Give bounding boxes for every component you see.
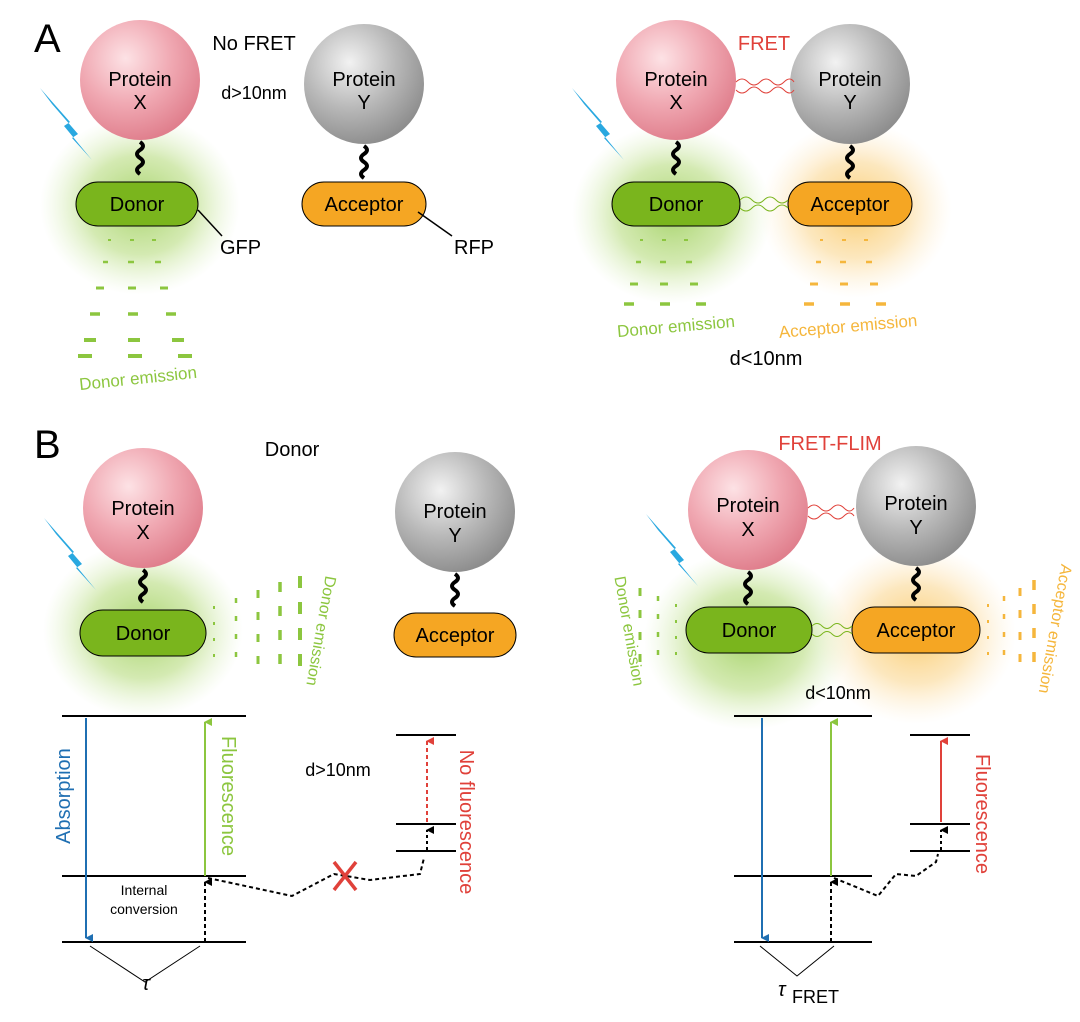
acceptor-emission-label: Acceptor emission	[778, 311, 918, 342]
acceptor-pill	[787, 181, 913, 227]
rfp-pointer	[417, 211, 453, 237]
protein-y-label-line1: Protein	[818, 69, 881, 91]
protein-x-label-line2: X	[136, 522, 149, 544]
donor-pill	[685, 606, 813, 654]
tau-bracket	[759, 945, 835, 977]
protein-x	[80, 20, 200, 140]
donor-label: Donor	[116, 623, 171, 645]
protein-x	[688, 450, 808, 570]
interaction-squiggle	[735, 86, 795, 94]
donor-pill	[75, 181, 199, 227]
protein-y	[395, 452, 515, 572]
fret-flim-label: FRET-FLIM	[778, 433, 881, 455]
acceptor-label: Acceptor	[877, 620, 956, 642]
internal-conversion-label-line2: conversion	[110, 901, 178, 917]
linker	[671, 140, 681, 176]
protein-x-label-line1: Protein	[644, 69, 707, 91]
acceptor-emission-rays	[987, 580, 1036, 662]
protein-y-label-line1: Protein	[423, 501, 486, 523]
distance-label: d>10nm	[221, 83, 287, 103]
donor-emission-label: Donor emission	[616, 312, 735, 341]
distance-label: d<10nm	[730, 348, 803, 370]
donor-emission-rays	[78, 239, 192, 358]
tau-label: τ	[142, 973, 151, 995]
interaction-squiggle	[807, 504, 855, 512]
jablonski-donor	[62, 715, 246, 983]
gfp-pointer	[197, 209, 223, 237]
protein-x-label-line2: X	[133, 92, 146, 114]
protein-x	[83, 448, 203, 568]
donor-label: Donor	[110, 194, 165, 216]
donor-label: Donor	[649, 194, 704, 216]
donor-emission-label: Donor emission	[302, 575, 338, 687]
protein-x-label-line2: X	[669, 92, 682, 114]
energy-transfer-squiggle	[811, 623, 853, 629]
no-fluorescence-label: No fluorescence	[455, 750, 477, 895]
no-fret-label: No FRET	[212, 33, 295, 55]
protein-x-label-line1: Protein	[716, 495, 779, 517]
protein-x-label-line1: Protein	[111, 498, 174, 520]
protein-x-label-line2: X	[741, 519, 754, 541]
panel-b-letter: B	[34, 423, 61, 467]
blocked-transfer-path	[207, 857, 425, 898]
acceptor-pill	[393, 612, 517, 658]
linker	[911, 566, 921, 602]
tau-bracket	[89, 945, 201, 983]
protein-y-label-line1: Protein	[884, 493, 947, 515]
linker	[135, 140, 145, 176]
acceptor-pill	[851, 606, 981, 654]
linker	[138, 568, 148, 604]
absorption-label: Absorption	[53, 748, 75, 844]
protein-y	[304, 24, 424, 144]
interaction-squiggle	[735, 78, 795, 86]
protein-y-label-line2: Y	[843, 92, 856, 114]
interaction-squiggle	[807, 512, 855, 520]
donor-pill	[611, 181, 741, 227]
fret-label: FRET	[738, 33, 790, 55]
linker	[450, 572, 460, 608]
donor-label: Donor	[722, 620, 777, 642]
protein-y	[856, 446, 976, 566]
linker	[845, 144, 855, 180]
protein-y-label-line2: Y	[909, 517, 922, 539]
jablonski-acceptor	[396, 734, 456, 852]
energy-transfer-path	[833, 853, 939, 898]
donor-emission-label: Donor emission	[78, 363, 197, 394]
distance-label: d<10nm	[805, 683, 871, 703]
donor-emission-rays	[638, 588, 677, 662]
fluorescence-label: Fluorescence	[971, 754, 993, 874]
protein-y	[790, 24, 910, 144]
acceptor-label: Acceptor	[325, 194, 404, 216]
distance-label: d>10nm	[305, 760, 371, 780]
protein-y-label-line1: Protein	[332, 69, 395, 91]
linker	[359, 144, 369, 180]
protein-x-label-line1: Protein	[108, 69, 171, 91]
donor-pill	[79, 609, 207, 657]
acceptor-label: Acceptor	[416, 625, 495, 647]
acceptor-pill	[301, 181, 427, 227]
donor-heading: Donor	[265, 439, 320, 461]
gfp-label: GFP	[220, 237, 261, 259]
tau-fret-subscript: FRET	[792, 987, 839, 1007]
energy-transfer-squiggle	[739, 196, 789, 204]
internal-conversion-label-line1: Internal	[121, 882, 168, 898]
panel-a-letter: A	[34, 17, 61, 61]
acceptor-label: Acceptor	[811, 194, 890, 216]
protein-x	[616, 20, 736, 140]
rfp-label: RFP	[454, 237, 494, 259]
protein-y-label-line2: Y	[448, 525, 461, 547]
energy-transfer-squiggle	[739, 204, 789, 212]
red-x-icon	[332, 860, 358, 892]
donor-emission-rays	[624, 239, 706, 306]
jablonski-fret	[734, 715, 970, 977]
acceptor-emission-rays	[804, 239, 886, 306]
linker	[743, 570, 753, 606]
protein-y-label-line2: Y	[357, 92, 370, 114]
tau-fret-label: τ	[778, 979, 787, 1001]
energy-transfer-squiggle	[811, 631, 853, 637]
acceptor-emission-label: Acceptor emission	[1035, 563, 1074, 695]
fluorescence-label: Fluorescence	[217, 736, 239, 856]
donor-emission-rays	[213, 576, 302, 666]
